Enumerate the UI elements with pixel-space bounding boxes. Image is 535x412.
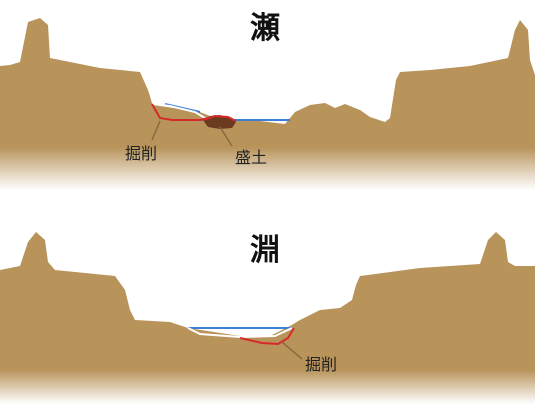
riffle-embankment-fill bbox=[203, 115, 236, 129]
pool-diagram-panel: 淵 掘削 bbox=[0, 200, 535, 412]
pool-cross-section-svg: 淵 掘削 bbox=[0, 232, 535, 404]
riffle-excavation-line bbox=[151, 103, 209, 121]
pool-title: 淵 bbox=[250, 233, 280, 268]
pool-excavation-leader bbox=[281, 341, 303, 360]
riffle-embankment-outline bbox=[202, 114, 237, 122]
riffle-terrain bbox=[0, 18, 535, 190]
riffle-embankment-label: 盛土 bbox=[235, 148, 267, 167]
riffle-title: 瀬 bbox=[250, 11, 280, 46]
pool-original-bank-line bbox=[187, 327, 293, 339]
riffle-diagram-panel: 瀬 掘削 盛土 bbox=[0, 0, 535, 200]
pool-excavation-line bbox=[239, 327, 295, 346]
riffle-cross-section-svg: 瀬 掘削 盛土 bbox=[0, 11, 535, 190]
riffle-embankment-leader bbox=[219, 126, 233, 147]
pool-excavation-label: 掘削 bbox=[305, 355, 337, 374]
pool-terrain bbox=[0, 232, 535, 404]
riffle-excavation-label: 掘削 bbox=[125, 144, 157, 163]
riffle-excavation-leader bbox=[151, 120, 161, 141]
